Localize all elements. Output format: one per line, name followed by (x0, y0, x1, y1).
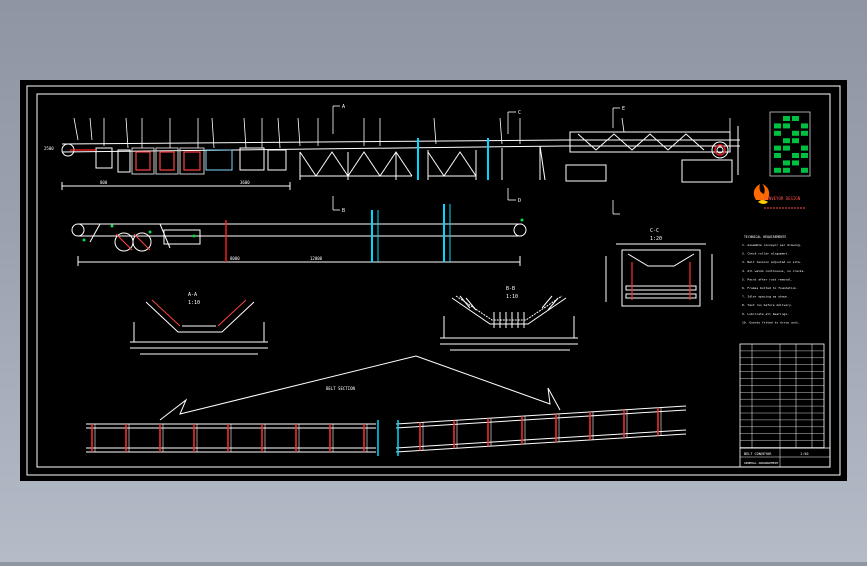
notes-line: 8. Test run before delivery. (742, 303, 793, 307)
schematic-cell (801, 130, 808, 136)
section-mark-labels: A B C D E (342, 104, 625, 214)
section-a-a-view (130, 299, 268, 355)
schematic-cell (792, 130, 799, 136)
notes-line: 9. Lubricate all bearings. (742, 312, 789, 316)
dimension-text: 800 (100, 180, 108, 185)
notes-line: 5. Paint after rust removal. (742, 277, 793, 281)
notes-line: 6. Frames bolted to foundation. (742, 286, 798, 290)
parts-table-rows (740, 350, 824, 448)
callout-label: BELT SECTION (326, 386, 355, 391)
title-block-scale: 1:50 (800, 452, 808, 456)
section-a-a-labels: A-A 1:10 (188, 292, 200, 306)
schematic-cell (774, 145, 781, 151)
dimension-text: 8000 (230, 256, 240, 261)
view-label-c-c: C-C (650, 228, 659, 234)
belt-left-ribs (91, 424, 368, 452)
notes-lines: 1. Assemble conveyor per drawing. 2. Chec… (742, 243, 805, 324)
title-block-name: BELT CONVEYOR (744, 452, 772, 456)
section-c-c-view (605, 243, 713, 307)
plan-view (71, 223, 527, 266)
company-logo: CONVEYOR DESIGN (753, 184, 806, 209)
title-block-subtitle: GENERAL ARRANGEMENT (744, 461, 779, 465)
section-mark-d: D (518, 198, 521, 204)
leader-balloons-top (73, 117, 731, 149)
schematic-cell (792, 153, 799, 158)
company-name: CONVEYOR DESIGN (764, 196, 801, 201)
schematic-cell (783, 145, 790, 151)
schematic-cell (783, 160, 790, 166)
schematic-cell (774, 167, 781, 173)
view-scale-c-c: 1:20 (650, 236, 662, 242)
section-mark-e: E (622, 106, 625, 112)
technical-notes: TECHNICAL REQUIREMENTS 1. Assemble conve… (742, 235, 805, 324)
section-cut-markers (332, 105, 620, 215)
schematic-cell (783, 167, 790, 173)
schematic-cell (774, 153, 781, 158)
belt-right-ribs (419, 407, 662, 451)
view-label-b-b: B-B (506, 286, 515, 292)
section-mark-a: A (342, 104, 345, 110)
schematic-cell (801, 123, 808, 129)
main-elevation-view (61, 126, 740, 190)
notes-line: 3. Belt tension adjusted on site. (742, 260, 802, 264)
section-mark-b: B (342, 208, 345, 214)
drawing-sheet (20, 80, 847, 481)
notes-line: 10. Guards fitted to drive unit. (742, 320, 800, 324)
schematic-cell (783, 116, 790, 121)
outer-border (26, 85, 841, 476)
belt-detail-right (395, 405, 687, 453)
schematic-cell (792, 116, 799, 121)
section-b-b-view (440, 295, 578, 351)
schematic-cell (792, 160, 799, 166)
schematic-cell (801, 153, 808, 158)
dimension-texts: 800 3600 2500 (44, 146, 250, 185)
schematic-cell (774, 130, 781, 136)
notes-line: 7. Idler spacing as shown. (742, 295, 789, 299)
elevation-accents (70, 138, 726, 180)
section-mark-c: C (518, 110, 521, 116)
schematic-cell (801, 145, 808, 151)
notes-line: 2. Check roller alignment. (742, 252, 789, 256)
notes-line: 4. All welds continuous, no cracks. (742, 269, 805, 273)
schematic-cell (774, 123, 781, 129)
title-block: BELT CONVEYOR GENERAL ARRANGEMENT 1:50 (739, 447, 831, 468)
view-label-a-a: A-A (188, 292, 197, 298)
schematic-cell (792, 138, 799, 144)
section-c-c-labels: C-C 1:20 (650, 228, 662, 242)
schematic-cell (783, 138, 790, 144)
plan-dimension-texts: 8000 12000 (230, 256, 323, 261)
dimension-text: 12000 (310, 256, 323, 261)
schematic-cell (783, 123, 790, 129)
schematic-cells (774, 116, 808, 173)
wiring-schematic (769, 111, 811, 177)
plan-accents (82, 204, 524, 262)
notes-title: TECHNICAL REQUIREMENTS (744, 235, 786, 239)
dimension-text: 2500 (44, 146, 54, 151)
view-scale-b-b: 1:10 (506, 294, 518, 300)
parts-list-table (739, 343, 825, 449)
dimension-text: 3600 (240, 180, 250, 185)
section-c-c-accents (631, 262, 691, 300)
notes-line: 1. Assemble conveyor per drawing. (742, 243, 802, 247)
inner-border (36, 93, 831, 468)
section-b-b-labels: B-B 1:10 (506, 286, 518, 300)
callout-lines (159, 355, 561, 421)
view-scale-a-a: 1:10 (188, 300, 200, 306)
schematic-cell (801, 167, 808, 173)
